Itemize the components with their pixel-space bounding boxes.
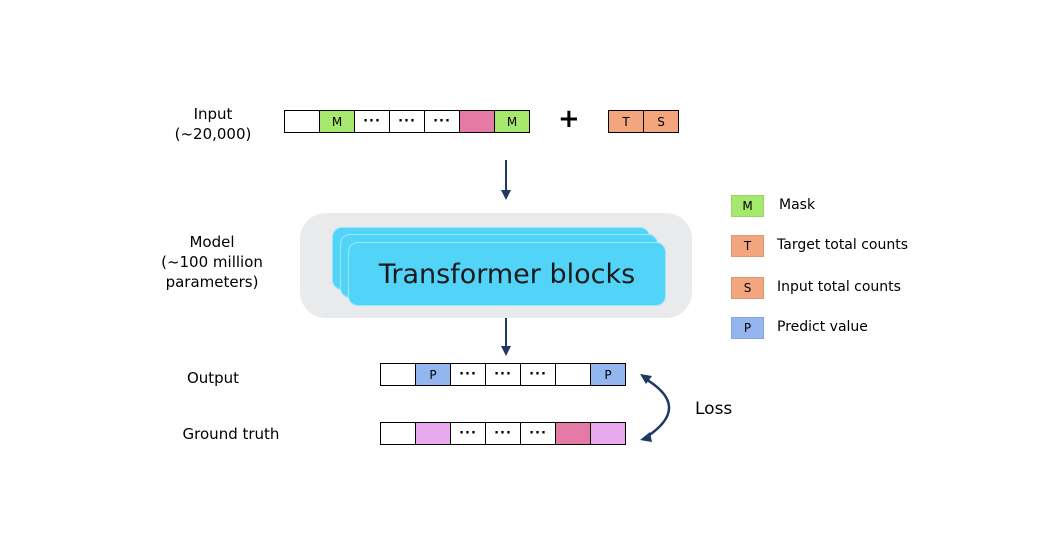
input-token-cell-4: ···: [389, 110, 425, 133]
output-token-cell-7: P: [590, 363, 626, 386]
input-token-cell-5: ···: [424, 110, 460, 133]
input-token-cell-2: M: [319, 110, 355, 133]
legend-swatch-p: P: [731, 317, 764, 339]
arrow-model-to-output: [501, 318, 511, 356]
count-token-cell-2: S: [643, 110, 679, 133]
transformer-block-front: Transformer blocks: [348, 242, 666, 306]
truth-token-cell-4: ···: [485, 422, 521, 445]
model-size-label-1: (~100 million: [161, 253, 263, 271]
input-token-cell-3: ···: [354, 110, 390, 133]
legend-swatch-m: M: [731, 195, 764, 217]
model-label-block: Model (~100 million parameters): [146, 232, 278, 292]
input-size-label: (~20,000): [174, 125, 252, 143]
plus-sign: +: [558, 104, 580, 134]
input-token-row: M·········M: [284, 110, 530, 133]
input-token-cell-1: [284, 110, 320, 133]
ground-truth-token-row: ·········: [380, 422, 626, 445]
transformer-blocks-label: Transformer blocks: [378, 258, 636, 290]
input-token-cell-6: [459, 110, 495, 133]
truth-token-cell-7: [590, 422, 626, 445]
legend-swatch-s: S: [731, 277, 764, 299]
loss-arrow-icon: [640, 374, 671, 442]
output-token-cell-3: ···: [450, 363, 486, 386]
input-label-block: Input (~20,000): [160, 104, 266, 144]
truth-token-cell-2: [415, 422, 451, 445]
count-token-cell-1: T: [608, 110, 644, 133]
truth-token-cell-1: [380, 422, 416, 445]
output-token-cell-1: [380, 363, 416, 386]
ground-truth-label: Ground truth: [182, 425, 280, 443]
input-label: Input: [193, 105, 233, 123]
output-token-cell-5: ···: [520, 363, 556, 386]
output-token-cell-6: [555, 363, 591, 386]
truth-token-cell-5: ···: [520, 422, 556, 445]
legend-text-m: Mask: [779, 197, 816, 213]
output-token-row: P·········P: [380, 363, 626, 386]
output-token-cell-4: ···: [485, 363, 521, 386]
truth-token-cell-6: [555, 422, 591, 445]
output-label: Output: [186, 369, 240, 387]
loss-label: Loss: [695, 399, 733, 419]
truth-token-cell-3: ···: [450, 422, 486, 445]
model-label: Model: [189, 233, 235, 251]
output-token-cell-2: P: [415, 363, 451, 386]
legend-text-s: Input total counts: [777, 279, 901, 295]
legend-swatch-t: T: [731, 235, 764, 257]
arrow-input-to-model: [501, 160, 511, 200]
legend-text-t: Target total counts: [777, 237, 909, 253]
input-token-cell-7: M: [494, 110, 530, 133]
legend-text-p: Predict value: [777, 319, 868, 335]
model-size-label-2: parameters): [165, 273, 259, 291]
